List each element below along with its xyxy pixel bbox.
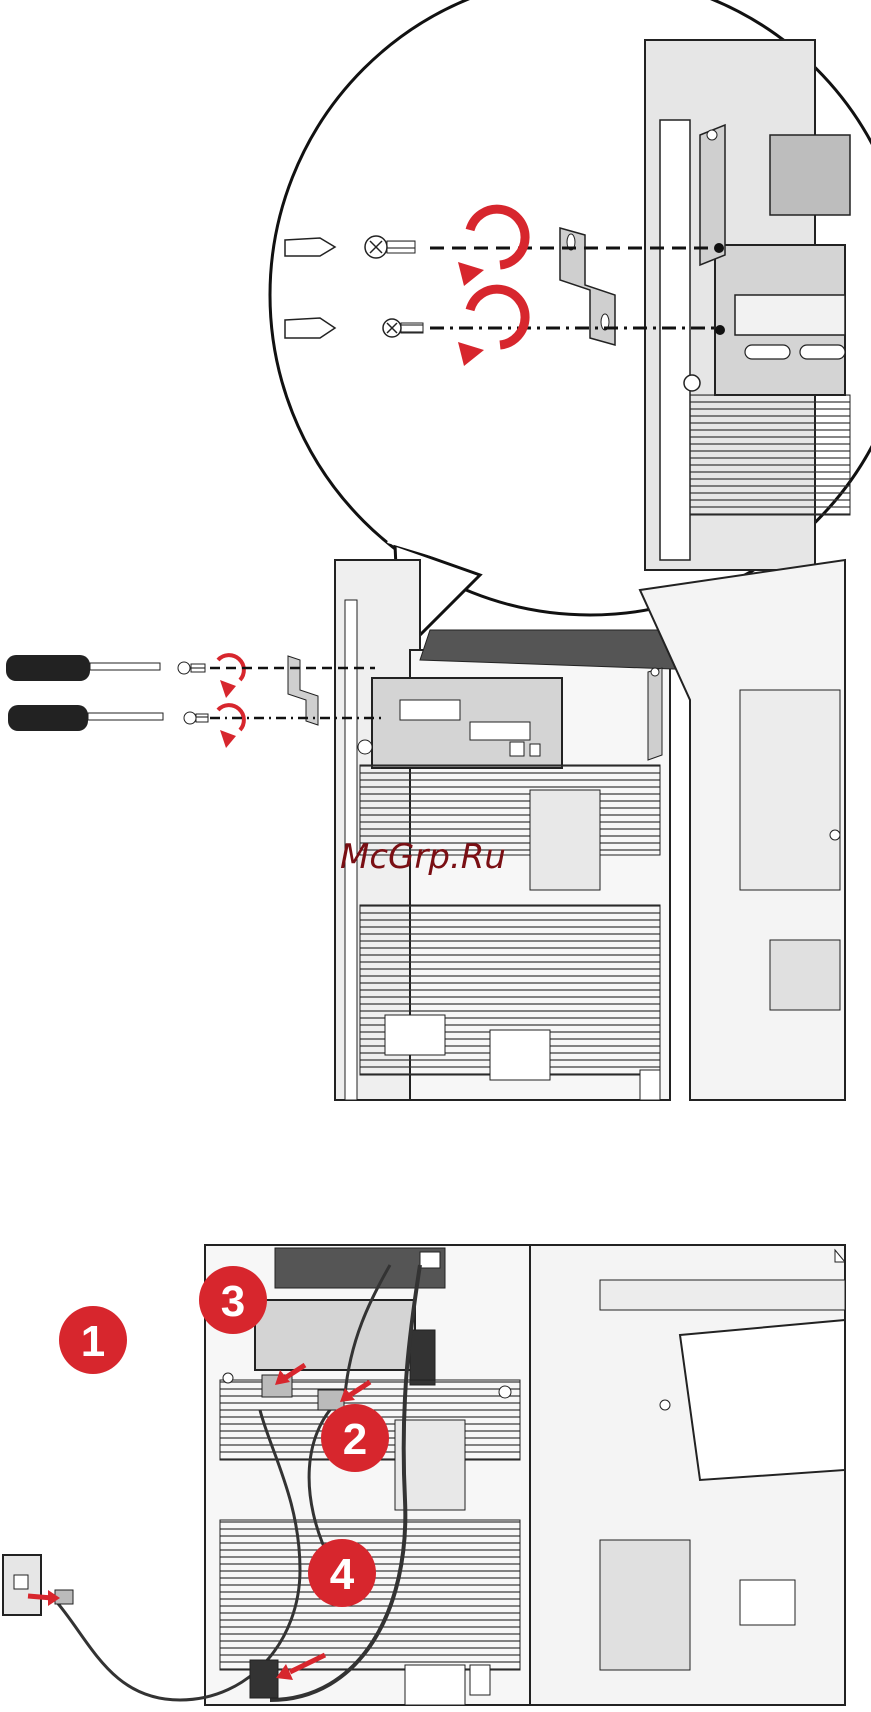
rotate-arrow-icon	[218, 705, 244, 748]
plug-icon	[250, 1660, 278, 1698]
bracket	[288, 656, 318, 725]
watermark-text: McGrp.Ru	[340, 837, 506, 877]
wall-jack-icon	[3, 1555, 41, 1615]
step-number: 4	[330, 1550, 355, 1599]
printer-rear-top	[335, 560, 845, 1100]
rotate-arrow-icon	[218, 655, 244, 698]
step-badge-3: 3	[199, 1266, 267, 1334]
step-badge-4: 4	[308, 1539, 376, 1607]
step-number: 1	[81, 1317, 105, 1366]
step-number: 3	[221, 1277, 245, 1326]
screwdriver-icon	[6, 655, 160, 681]
screwdriver-icon	[8, 705, 163, 731]
step-badge-2: 2	[321, 1404, 389, 1472]
step-number: 2	[343, 1415, 367, 1464]
plug-icon	[318, 1390, 344, 1410]
magnifier-callout	[270, 0, 871, 655]
screw-icon	[178, 662, 205, 674]
phone-cord	[55, 1600, 180, 1700]
screw-icon	[184, 712, 208, 724]
step-badge-1: 1	[59, 1306, 127, 1374]
printer-rear-bottom	[205, 1245, 845, 1705]
